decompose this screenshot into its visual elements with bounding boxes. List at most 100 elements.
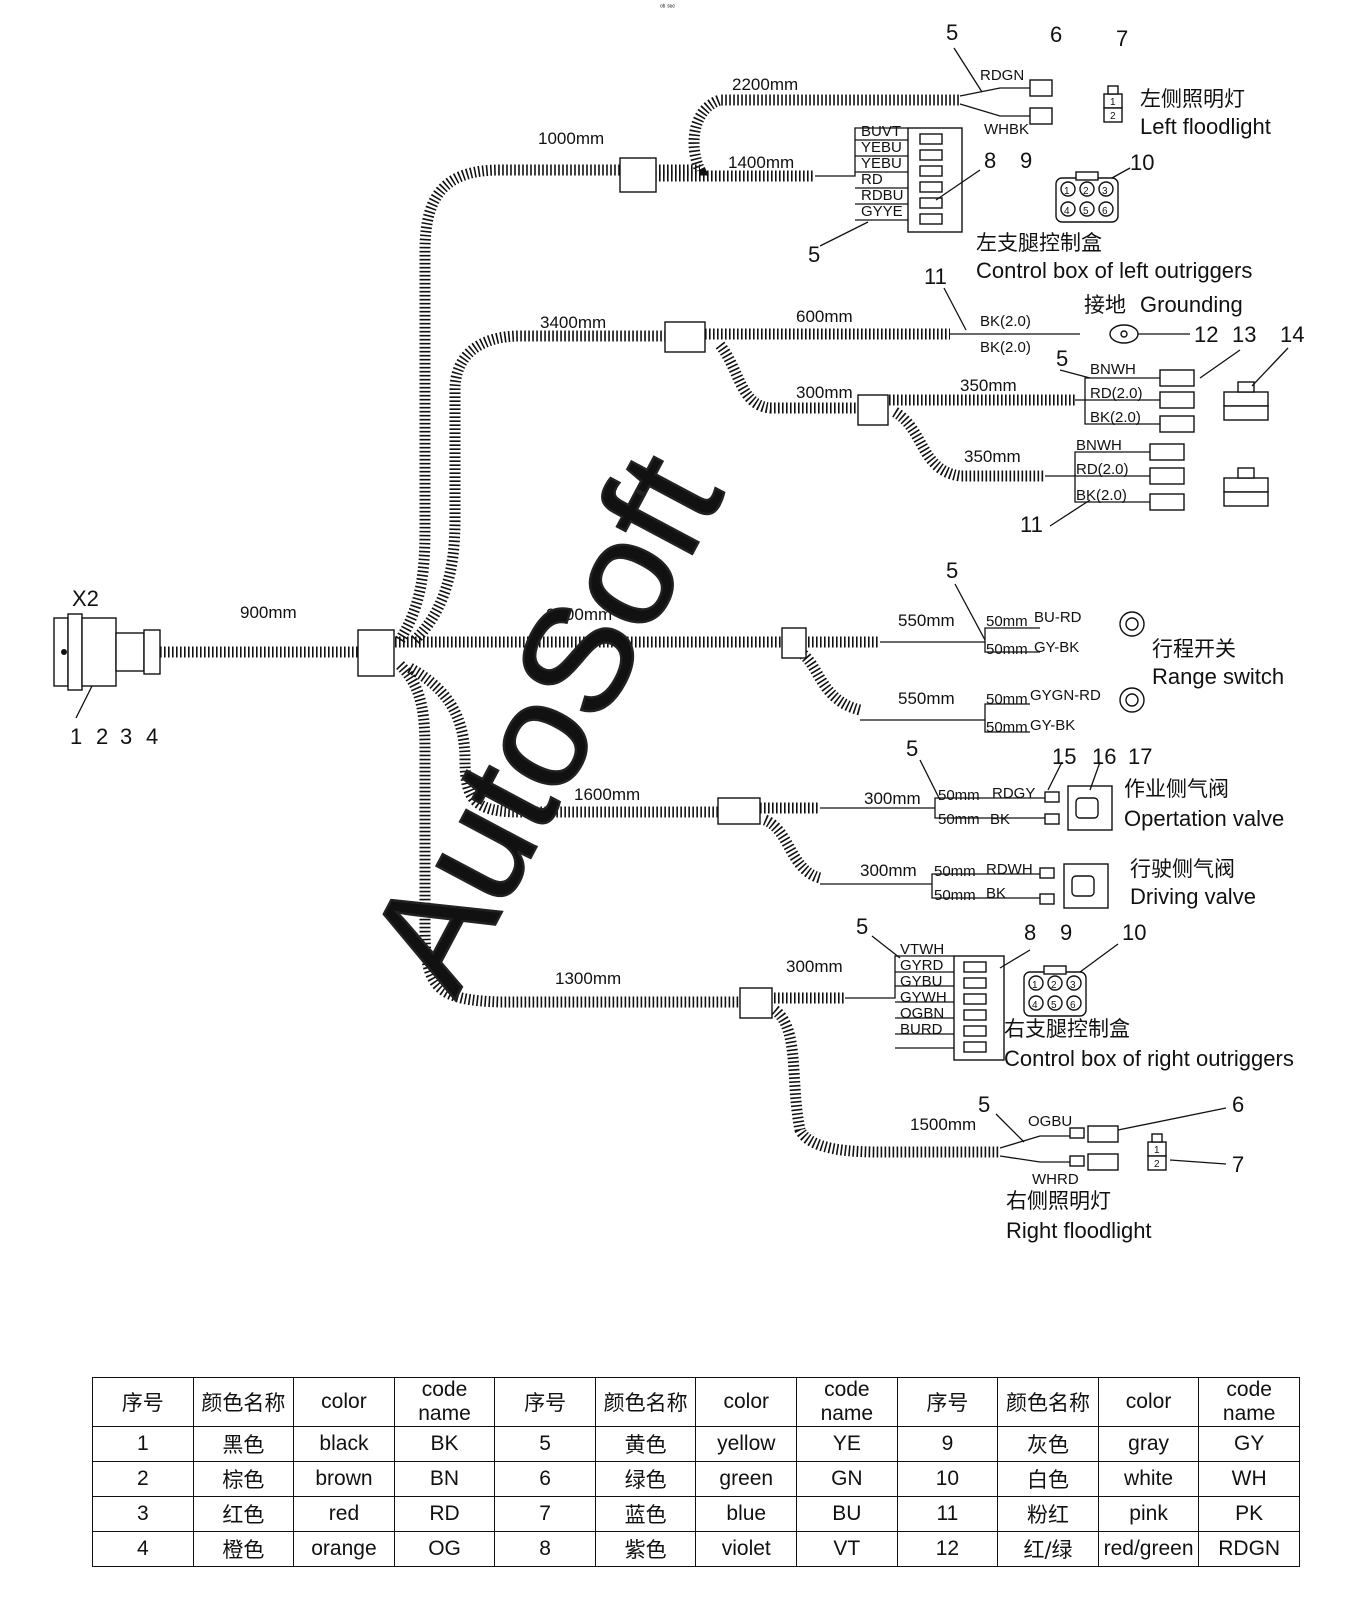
left-floodlight-connector (953, 47, 1123, 125)
x2-connector (53, 613, 395, 719)
junction-sleeves (619, 157, 889, 1019)
legend-cell: brown (293, 1461, 395, 1497)
legend-cell: red (293, 1496, 395, 1532)
legend-cell: yellow (695, 1426, 798, 1462)
pin-number: 5 (1051, 1000, 1057, 1011)
grounding-terminal (943, 287, 1190, 344)
pin-number: 2 (1083, 186, 1089, 197)
length-label: 600mm (796, 307, 853, 326)
legend-cell: 1 (92, 1426, 194, 1462)
legend-cell: BU (796, 1496, 898, 1532)
grounding-cn: 接地 (1084, 294, 1126, 317)
wire-code: BU-RD (1034, 609, 1082, 626)
pin-number: 4 (1064, 206, 1070, 217)
length-label: 50mm (986, 691, 1028, 708)
wire-code: BK (986, 885, 1006, 902)
wire-code: BURD (900, 1021, 943, 1038)
legend-cell: BN (393, 1461, 496, 1497)
pin-number: 1 (1032, 980, 1038, 991)
right-floodlight-cn: 右侧照明灯 (1006, 1190, 1111, 1213)
legend-cell: red/green (1097, 1531, 1200, 1567)
legend-cell: 10 (896, 1461, 999, 1497)
range-switch-cn: 行程开关 (1152, 638, 1236, 661)
wire-code: GYYE (861, 203, 903, 220)
operation-valve-en: Opertation valve (1124, 806, 1284, 831)
header-cell: color (1097, 1377, 1200, 1427)
right-floodlight-en: Right floodlight (1006, 1218, 1152, 1243)
legend-cell: 7 (494, 1496, 596, 1532)
header-cell: 颜色名称 (594, 1377, 697, 1427)
legend-cell: 灰色 (997, 1426, 1099, 1462)
legend-row: 1 黑色 black BK 5 黄色 yellow YE 9 灰色 gray G… (92, 1426, 1300, 1462)
pin-number: 4 (1032, 1000, 1038, 1011)
length-label: 50mm (938, 811, 980, 828)
pin-number: 3 (1070, 980, 1076, 991)
length-label: 2200mm (732, 75, 798, 94)
callout-6: 6 (1050, 22, 1062, 47)
legend-cell: PK (1198, 1496, 1300, 1532)
legend-cell: 9 (896, 1426, 999, 1462)
pin-number: 1 (1154, 1145, 1160, 1156)
length-label: 1600mm (574, 785, 640, 804)
legend-cell: green (695, 1461, 798, 1497)
range-switch-connectors (860, 583, 1145, 733)
header-cell: color (293, 1377, 395, 1427)
range-switch-en: Range switch (1152, 664, 1284, 689)
header-cell: 序号 (92, 1377, 194, 1427)
legend-cell: WH (1198, 1461, 1300, 1497)
wiring-harness-diagram: X2 1 2 3 4 900mm 1000mm 2200mm 1400mm 34… (53, 20, 1304, 1243)
callout-8: 8 (984, 148, 996, 173)
wire-code: GYBU (900, 973, 943, 990)
callout-5: 5 (856, 914, 868, 939)
callout-7: 7 (1232, 1152, 1244, 1177)
callout-5: 5 (906, 736, 918, 761)
callout-7: 7 (1116, 26, 1128, 51)
x2-label: X2 (72, 586, 99, 611)
legend-cell: 8 (494, 1531, 596, 1567)
legend-cell: 6 (494, 1461, 596, 1497)
callout-10: 10 (1130, 150, 1154, 175)
wire-code: GYWH (900, 989, 947, 1006)
left-control-box (815, 127, 1131, 247)
pin-number: 6 (1070, 1000, 1076, 1011)
legend-cell: 棕色 (192, 1461, 295, 1497)
length-label: 550mm (898, 689, 955, 708)
length-label: 1000mm (538, 129, 604, 148)
wire-code: BNWH (1076, 437, 1122, 454)
callout-17: 17 (1128, 744, 1152, 769)
wire-code: YEBU (861, 155, 902, 172)
legend-cell: gray (1097, 1426, 1200, 1462)
legend-cell: white (1097, 1461, 1200, 1497)
mid-connector-b (1045, 443, 1269, 527)
wire-code: WHRD (1032, 1171, 1079, 1188)
wire-code: BNWH (1090, 361, 1136, 378)
callout-9: 9 (1020, 148, 1032, 173)
wire-code: RD (861, 171, 883, 188)
callout-11: 11 (1020, 512, 1043, 537)
header-cell: color (695, 1377, 798, 1427)
legend-cell: blue (695, 1496, 798, 1532)
callout-11: 11 (924, 264, 947, 289)
legend-cell: 黄色 (594, 1426, 697, 1462)
legend-cell: 红色 (192, 1496, 295, 1532)
length-label: 350mm (964, 447, 1021, 466)
grounding-en: Grounding (1140, 292, 1243, 317)
header-cell: 颜色名称 (997, 1377, 1099, 1427)
harness-trunks (160, 94, 1075, 1158)
length-label: 2100mm (546, 605, 612, 624)
length-label: 50mm (934, 887, 976, 904)
wire-code: RDGN (980, 67, 1024, 84)
length-label: 300mm (864, 789, 921, 808)
legend-cell: 2 (92, 1461, 194, 1497)
legend-cell: 蓝色 (594, 1496, 697, 1532)
operation-valve-cn: 作业侧气阀 (1124, 778, 1229, 801)
length-label: 550mm (898, 611, 955, 630)
driving-valve-cn: 行驶侧气阀 (1130, 858, 1235, 881)
x2-pin-4: 4 (146, 724, 158, 749)
header-cell: code name (796, 1377, 898, 1427)
legend-cell: GN (796, 1461, 898, 1497)
legend-cell: 11 (896, 1496, 999, 1532)
legend-cell: RDGN (1198, 1531, 1300, 1567)
legend-cell: 5 (494, 1426, 596, 1462)
length-label: 50mm (934, 863, 976, 880)
